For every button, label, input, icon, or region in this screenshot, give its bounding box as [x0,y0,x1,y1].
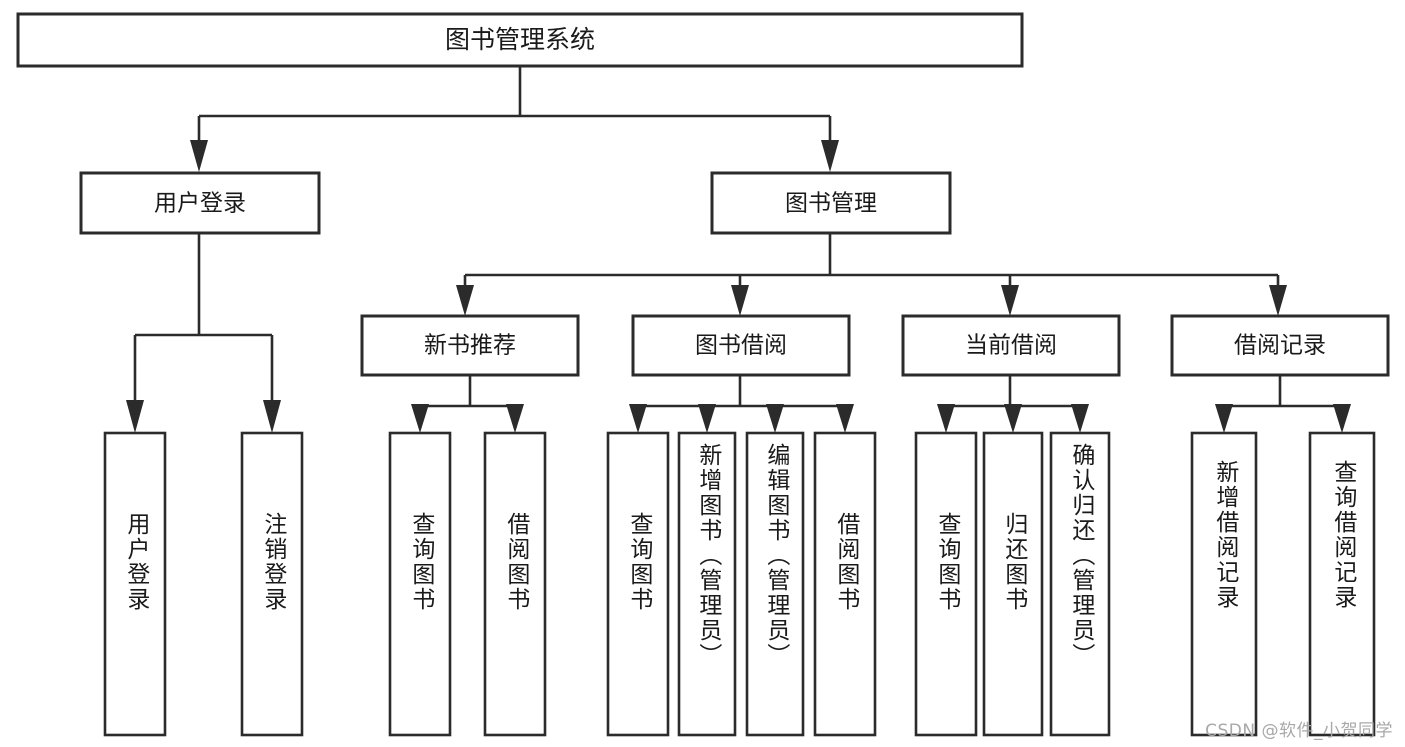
arrowhead-leaf-logout [263,400,281,433]
leaf-edit-book-box[interactable] [745,431,805,737]
leaf-confirm-return-box[interactable] [1049,431,1111,737]
node-borrow-record-label: 借阅记录 [1234,333,1326,359]
csdn-watermark: CSDN @软件_小贺同学 [1205,721,1393,741]
arrowhead-leaf-add-record [1215,404,1233,433]
arrowhead-leaf-borrow-book-2 [836,404,854,433]
node-book-manage-box[interactable] [710,171,952,235]
node-root[interactable]: 图书管理系统 [16,12,1024,68]
node-book-manage-label: 图书管理 [785,191,877,217]
leaf-borrow-book-2-box[interactable] [813,431,877,737]
leaf-query-book-3-box[interactable] [914,431,978,737]
node-current-borrow-label: 当前借阅 [965,333,1057,359]
arrowhead-user-login [190,140,208,172]
node-borrow-record-box[interactable] [1170,314,1390,377]
node-book-borrow-label: 图书借阅 [695,333,787,359]
leaf-query-book-1-box[interactable] [388,431,452,737]
node-new-book-recommend[interactable]: 新书推荐 [360,314,580,377]
node-new-book-recommend-label: 新书推荐 [424,333,516,359]
arrowhead-borrow-record [1269,285,1287,316]
arrowhead-leaf-query-book-2 [629,404,647,433]
arrowhead-current-borrow [1001,285,1019,316]
node-root-box[interactable] [16,12,1024,68]
node-borrow-record[interactable]: 借阅记录 [1170,314,1390,377]
node-root-label: 图书管理系统 [445,25,595,54]
leaf-add-record-box[interactable] [1190,431,1258,737]
leaf-user-login-box[interactable] [103,431,167,737]
arrowhead-leaf-query-book-1 [411,404,429,433]
arrowhead-leaf-edit-book [766,404,784,433]
leaf-query-book-2-box[interactable] [606,431,670,737]
arrowhead-leaf-query-book-3 [937,404,955,433]
arrowhead-leaf-borrow-book-1 [506,404,524,433]
node-current-borrow-box[interactable] [901,314,1121,377]
arrowhead-leaf-user-login [126,400,144,433]
connectors [126,67,1351,433]
node-book-manage[interactable]: 图书管理 [710,171,952,235]
node-user-login-box[interactable] [79,171,321,235]
node-book-borrow[interactable]: 图书借阅 [631,314,851,377]
node-user-login-label: 用户登录 [154,191,246,217]
node-new-book-recommend-box[interactable] [360,314,580,377]
leaf-borrow-book-1-box[interactable] [483,431,547,737]
node-book-borrow-box[interactable] [631,314,851,377]
leaf-boxes [103,431,1376,737]
leaf-add-book-box[interactable] [677,431,737,737]
leaf-return-book-box[interactable] [982,431,1044,737]
node-user-login[interactable]: 用户登录 [79,171,321,235]
arrowhead-book-borrow [731,285,749,316]
arrowhead-leaf-add-book [698,404,716,433]
node-current-borrow[interactable]: 当前借阅 [901,314,1121,377]
leaf-logout-box[interactable] [240,431,304,737]
arrowhead-leaf-return-book [1004,404,1022,433]
arrowhead-new-book-recommend [456,285,474,316]
arrowhead-leaf-confirm-return [1071,404,1089,433]
leaf-query-record-box[interactable] [1308,431,1376,737]
arrowhead-leaf-query-record [1333,404,1351,433]
arrowhead-book-manage [821,140,839,172]
